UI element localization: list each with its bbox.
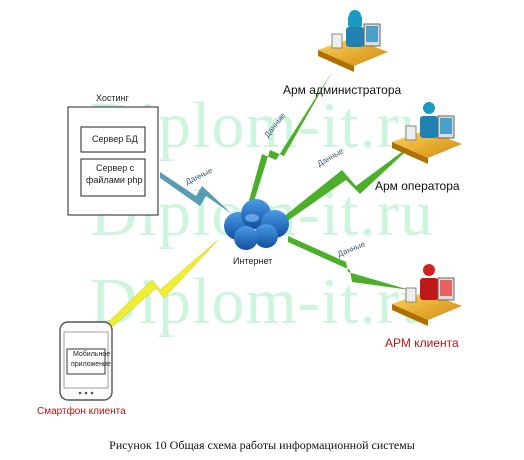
db-server-box (80, 126, 146, 153)
link-operator (282, 140, 418, 222)
client-label: АРМ клиента (385, 336, 459, 350)
internet-cloud-icon (224, 199, 289, 250)
smartphone-icon (59, 321, 113, 401)
operator-label: Арм оператора (375, 179, 460, 193)
file-server-label-line1: Сервер с (96, 163, 135, 173)
client-workstation-icon (392, 264, 462, 326)
watermark-line-3: Diplom-it.ru (90, 265, 434, 338)
internet-label: Интернет (233, 256, 273, 266)
hosting-title: Хостинг (96, 93, 129, 103)
link-admin (243, 72, 332, 224)
smartphone-label: Смартфон клиента (37, 406, 126, 417)
admin-label: Арм администратора (283, 83, 402, 97)
file-server-box (80, 158, 146, 197)
db-server-label: Сервер БД (92, 134, 138, 144)
admin-workstation-icon (318, 10, 388, 72)
file-server-label-line2: файлами php (86, 175, 143, 185)
mobile-app-label-line2: приложение (71, 361, 111, 368)
operator-workstation-icon (392, 102, 462, 164)
figure-caption: Рисунок 10 Общая схема работы информацио… (109, 438, 415, 452)
link-smartphone (99, 239, 219, 335)
mobile-app-label-line1: Мобильное (73, 351, 111, 358)
